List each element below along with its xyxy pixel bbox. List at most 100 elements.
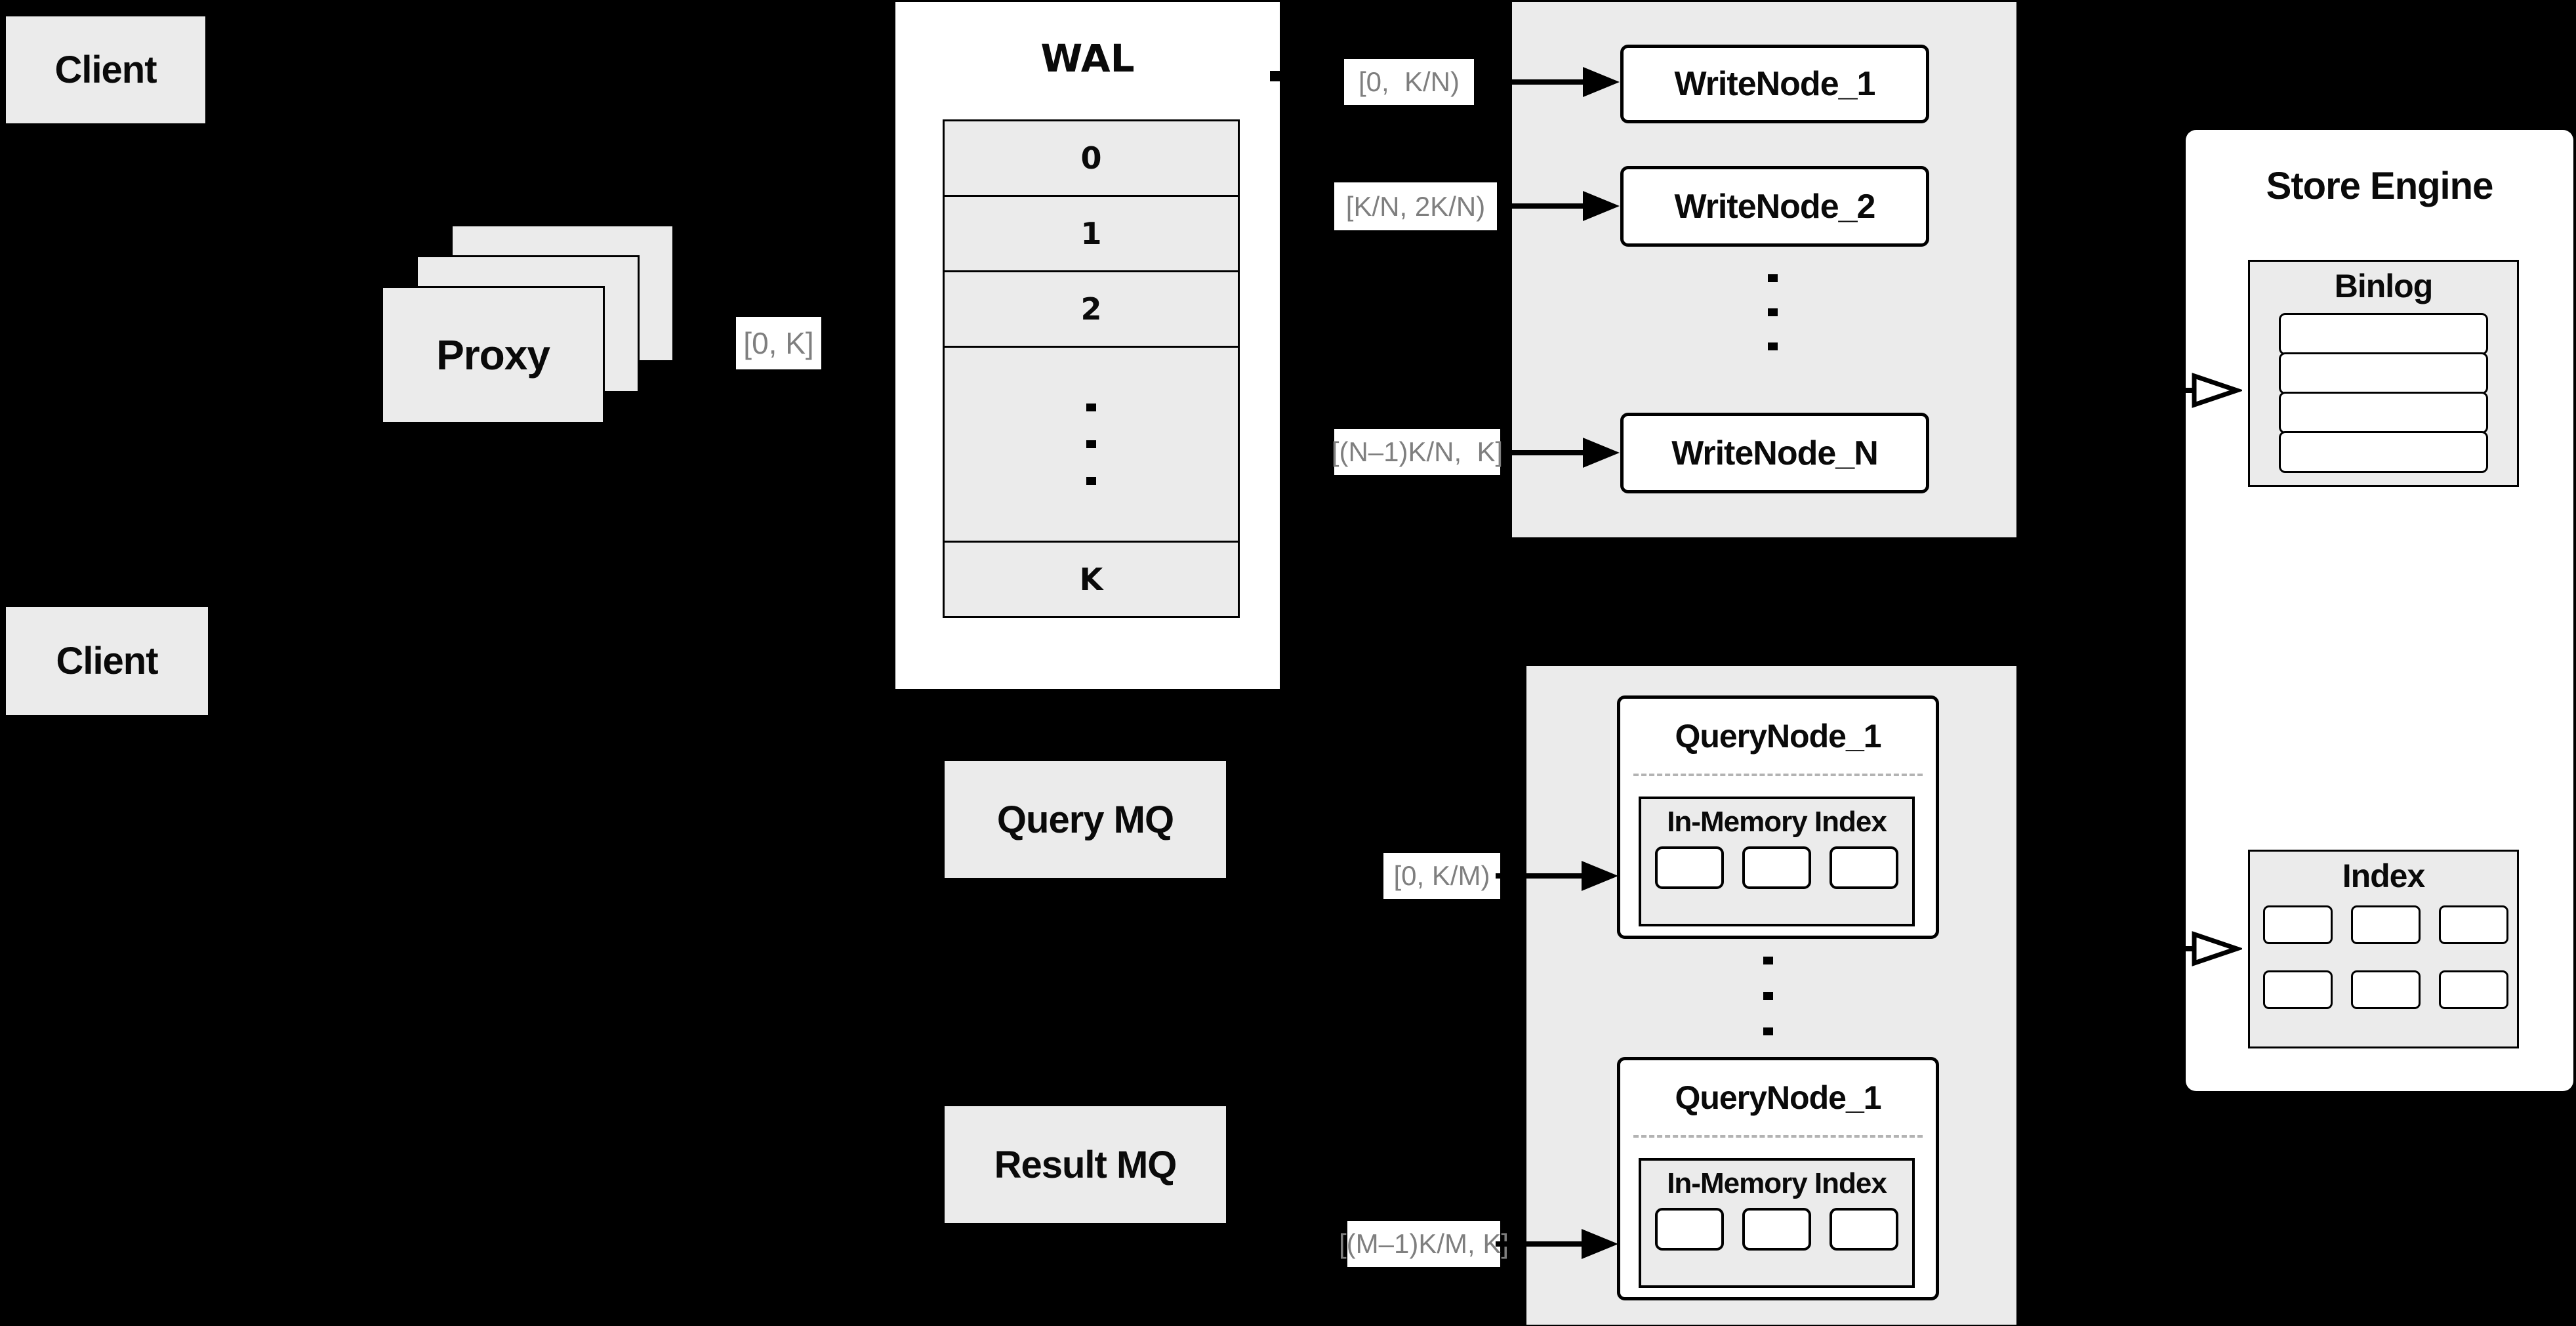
ellipsis-dot xyxy=(1768,274,1778,282)
binlog-rows xyxy=(2250,313,2517,473)
store-arrow-1-open-head-icon xyxy=(2192,373,2242,408)
in-memory-cells-2 xyxy=(1641,1208,1912,1251)
write-nodes-ellipsis-dots xyxy=(1768,274,1778,350)
wal-connector-stub xyxy=(1270,71,1282,81)
write-node-2-box: WriteNode_2 xyxy=(1620,166,1929,247)
proxy-range-text: [0, K] xyxy=(743,326,814,360)
write-arrow-3-head-icon xyxy=(1583,438,1620,468)
index-title: Index xyxy=(2342,858,2426,894)
write-range-3-text: [(N–1)K/N, K] xyxy=(1331,436,1503,467)
ellipsis-dot xyxy=(1086,477,1096,485)
query-node-2-box: QueryNode_1 In-Memory Index xyxy=(1617,1057,1939,1300)
query-node-2-dashed-divider xyxy=(1633,1135,1923,1138)
write-node-n-label: WriteNode_N xyxy=(1671,434,1879,472)
binlog-row xyxy=(2279,392,2488,434)
memory-segment-cell xyxy=(1655,846,1724,889)
index-box: Index xyxy=(2248,850,2519,1048)
memory-segment-cell xyxy=(1830,1208,1898,1251)
query-node-1-title: QueryNode_1 xyxy=(1675,718,1881,755)
ellipsis-dot xyxy=(1086,404,1096,411)
query-range-2-text: [(M–1)K/M, K] xyxy=(1338,1228,1509,1259)
client-box-top: Client xyxy=(6,16,205,123)
query-node-2-title: QueryNode_1 xyxy=(1675,1079,1881,1116)
client-box-bottom: Client xyxy=(6,607,208,715)
memory-segment-cell xyxy=(1742,1208,1811,1251)
wal-row-k-label: K xyxy=(1079,562,1103,597)
query-arrow-1-shaft xyxy=(1496,873,1584,879)
write-range-label-1: [0, K/N) xyxy=(1344,59,1474,105)
in-memory-index-box-1: In-Memory Index xyxy=(1639,797,1915,926)
result-mq-box: Result MQ xyxy=(945,1106,1226,1223)
memory-segment-cell xyxy=(1742,846,1811,889)
memory-segment-cell xyxy=(1655,1208,1724,1251)
index-cell xyxy=(2438,970,2508,1009)
proxy-label: Proxy xyxy=(436,331,550,379)
index-cell xyxy=(2438,905,2508,944)
wal-row-0: 0 xyxy=(943,119,1240,197)
query-range-label-2: [(M–1)K/M, K] xyxy=(1339,1221,1509,1267)
write-node-1-box: WriteNode_1 xyxy=(1620,45,1929,123)
write-node-n-box: WriteNode_N xyxy=(1620,413,1929,493)
wal-row-1-label: 1 xyxy=(1080,216,1102,251)
wal-table: 0 1 2 K xyxy=(943,119,1240,618)
write-arrow-1-head-icon xyxy=(1583,67,1620,97)
query-node-1-dashed-divider xyxy=(1633,774,1923,776)
query-mq-box: Query MQ xyxy=(945,761,1226,878)
ellipsis-dot xyxy=(1768,342,1778,350)
query-node-1-box: QueryNode_1 In-Memory Index xyxy=(1617,695,1939,939)
client-top-label: Client xyxy=(54,49,157,91)
wal-row-2-label: 2 xyxy=(1080,291,1102,327)
binlog-row xyxy=(2279,431,2488,473)
client-bottom-label: Client xyxy=(56,640,158,682)
binlog-box: Binlog xyxy=(2248,260,2519,487)
store-arrow-2-open-head-icon xyxy=(2192,931,2242,966)
ellipsis-dot xyxy=(1086,440,1096,448)
in-memory-cells-1 xyxy=(1641,846,1912,889)
write-range-label-2: [K/N, 2K/N) xyxy=(1334,182,1497,230)
ellipsis-dot xyxy=(1768,308,1778,316)
write-range-2-text: [K/N, 2K/N) xyxy=(1345,190,1486,222)
query-arrow-2-shaft xyxy=(1496,1241,1584,1247)
result-mq-label: Result MQ xyxy=(994,1143,1177,1186)
index-cell xyxy=(2262,970,2333,1009)
store-arrow-1-shaft xyxy=(2125,388,2199,393)
wal-row-1: 1 xyxy=(943,195,1240,272)
binlog-row xyxy=(2279,352,2488,394)
index-cell xyxy=(2262,905,2333,944)
ellipsis-dot xyxy=(1763,1027,1773,1035)
store-engine-title: Store Engine xyxy=(2266,165,2494,207)
store-engine-panel: Store Engine Binlog Index xyxy=(2186,130,2573,1091)
write-arrow-3-shaft xyxy=(1505,450,1584,455)
wal-ellipsis-dots xyxy=(1086,404,1096,485)
index-cell xyxy=(2350,970,2421,1009)
binlog-title: Binlog xyxy=(2334,268,2434,304)
query-range-1-text: [0, K/M) xyxy=(1393,860,1490,891)
index-cell xyxy=(2350,905,2421,944)
ellipsis-dot xyxy=(1763,992,1773,1000)
wal-panel: WAL 0 1 2 K xyxy=(895,2,1280,689)
query-mq-label: Query MQ xyxy=(996,798,1174,841)
write-arrow-2-shaft xyxy=(1502,203,1584,209)
query-arrow-2-head-icon xyxy=(1582,1229,1618,1259)
wal-row-2: 2 xyxy=(943,270,1240,348)
memory-segment-cell xyxy=(1830,846,1898,889)
query-nodes-ellipsis-dots xyxy=(1763,957,1773,1035)
wal-row-ellipsis xyxy=(943,346,1240,543)
in-memory-index-title-1: In-Memory Index xyxy=(1667,806,1887,838)
in-memory-index-box-2: In-Memory Index xyxy=(1639,1158,1915,1288)
write-arrow-2-head-icon xyxy=(1583,191,1620,221)
query-arrow-1-head-icon xyxy=(1582,861,1618,891)
binlog-row xyxy=(2279,313,2488,355)
query-range-label-1: [0, K/M) xyxy=(1383,853,1500,899)
write-node-2-label: WriteNode_2 xyxy=(1674,187,1876,226)
ellipsis-dot xyxy=(1763,957,1773,964)
write-arrow-1-shaft xyxy=(1479,79,1584,85)
store-arrow-2-shaft xyxy=(2125,946,2199,951)
wal-title: WAL xyxy=(1040,36,1135,81)
index-cells xyxy=(2250,905,2517,1009)
write-node-1-label: WriteNode_1 xyxy=(1674,65,1876,103)
wal-row-0-label: 0 xyxy=(1080,140,1102,176)
in-memory-index-title-2: In-Memory Index xyxy=(1667,1167,1887,1199)
write-range-label-3: [(N–1)K/N, K] xyxy=(1331,429,1503,475)
